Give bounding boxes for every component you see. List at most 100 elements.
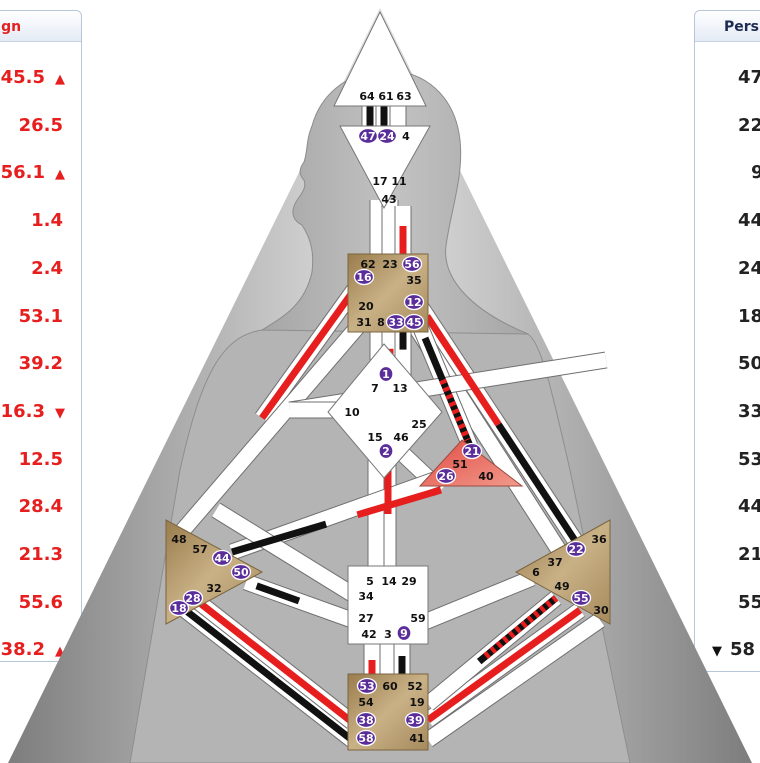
channel-20-57 — [172, 305, 378, 541]
gate-27-label: 27 — [358, 612, 373, 625]
gate-10-label: 10 — [344, 406, 360, 419]
gate-15-label: 15 — [367, 431, 382, 444]
personality-value: 55 — [738, 591, 760, 613]
gate-17-label: 17 — [372, 175, 387, 188]
personality-value: 53 — [738, 448, 760, 470]
gate-30-label: 30 — [593, 604, 609, 617]
design-row: 53.1 — [19, 306, 63, 327]
personality-value: 50 — [738, 353, 760, 375]
gate-46-label: 46 — [393, 431, 409, 444]
gate-24-label: 24 — [379, 130, 395, 143]
gate-16-label: 16 — [356, 271, 372, 284]
gate-26-badge — [435, 467, 457, 485]
gate-53-label: 53 — [359, 680, 374, 693]
act-21-dash — [439, 378, 471, 442]
gate-32-label: 32 — [206, 582, 221, 595]
gate-49-label: 49 — [554, 580, 569, 593]
gate-34-label: 34 — [358, 590, 374, 603]
gate-62-label: 62 — [360, 258, 375, 271]
gate-18-label: 18 — [171, 602, 186, 615]
design-value: 28.4 — [18, 496, 63, 518]
gate-60-label: 60 — [382, 680, 398, 693]
gate-45-label: 45 — [406, 316, 421, 329]
gate-58-label: 58 — [358, 732, 373, 745]
gate-25-label: 25 — [411, 418, 426, 431]
personality-value: 22 — [738, 114, 760, 136]
gate-9-badge — [396, 624, 412, 642]
design-panel: sign 45.5▲26.556.1▲1.42.453.139.216.3▼12… — [0, 10, 82, 662]
design-value: 1.4 — [31, 210, 63, 232]
gate-53-badge — [356, 677, 378, 695]
personality-value: 24 — [738, 257, 760, 279]
gate-21-label: 21 — [464, 445, 479, 458]
design-row: 2.4 — [31, 258, 63, 279]
personality-row: 44 — [738, 496, 760, 517]
design-row: 21.3 — [19, 544, 63, 565]
gate-3-label: 3 — [384, 628, 392, 641]
gate-18-badge — [168, 599, 190, 617]
arrow-down-icon: ▼ — [55, 405, 65, 421]
gate-5-label: 5 — [366, 575, 374, 588]
arrow-up-icon: ▲ — [55, 167, 65, 183]
personality-row: 50 — [738, 353, 760, 374]
act-26 — [356, 486, 442, 519]
design-value: 55.6 — [18, 591, 63, 613]
gate-31-label: 31 — [356, 316, 371, 329]
personality-row: 53 — [738, 449, 760, 470]
channel-59-6 — [407, 571, 535, 635]
channel-41-30 — [423, 613, 605, 747]
design-value: 16.3 — [0, 400, 45, 422]
gate-44-badge — [211, 549, 233, 567]
personality-row: 24 — [738, 258, 760, 279]
act-58 — [272, 676, 355, 743]
gate-45-badge — [403, 313, 425, 331]
personality-row: 44 — [738, 210, 760, 231]
gate-12-label: 12 — [406, 296, 421, 309]
gate-11-label: 11 — [391, 175, 406, 188]
design-value: 38.2 — [0, 639, 45, 661]
act-36 — [495, 422, 581, 547]
gate-37-label: 37 — [547, 556, 562, 569]
act-39 — [425, 607, 583, 723]
gate-22-badge — [565, 540, 587, 558]
sacral-center — [347, 565, 429, 645]
gate-40-label: 40 — [478, 470, 494, 483]
head-center — [333, 10, 427, 107]
personality-row: 9 — [751, 162, 760, 183]
personality-value: 58 — [730, 639, 756, 661]
arrow-down-icon: ▼ — [712, 644, 722, 660]
act-50 — [255, 582, 301, 605]
personality-row: 21 — [738, 544, 760, 565]
personality-value: 21 — [738, 544, 760, 565]
gate-22-label: 22 — [568, 543, 583, 556]
design-value: 26.5 — [18, 114, 63, 136]
act-35 — [424, 314, 502, 427]
gate-56-badge — [401, 255, 423, 273]
gate-43-label: 43 — [381, 193, 396, 206]
personality-value: 47 — [738, 67, 760, 88]
gate-21-badge — [461, 442, 483, 460]
act-44 — [231, 520, 328, 556]
gate-48-label: 48 — [171, 533, 186, 546]
gate-54-label: 54 — [358, 696, 374, 709]
personality-value: 33 — [738, 400, 760, 422]
personality-row: 47 — [738, 67, 760, 88]
gate-47-label: 47 — [360, 130, 375, 143]
gate-14-label: 14 — [381, 575, 397, 588]
gate-28-badge — [182, 589, 204, 607]
gate-2-badge — [378, 442, 394, 460]
g-center — [327, 343, 443, 479]
design-value: 53.1 — [18, 305, 63, 327]
act-16 — [259, 287, 357, 421]
design-value: 56.1 — [0, 162, 45, 184]
design-row: 45.5▲ — [1, 67, 65, 88]
design-value: 12.5 — [18, 448, 63, 470]
gate-44-label: 44 — [214, 552, 230, 565]
gate-8-label: 8 — [377, 316, 385, 329]
gate-38-label: 38 — [358, 714, 373, 727]
personality-row: 18 — [738, 306, 760, 327]
gate-55-badge — [570, 589, 592, 607]
